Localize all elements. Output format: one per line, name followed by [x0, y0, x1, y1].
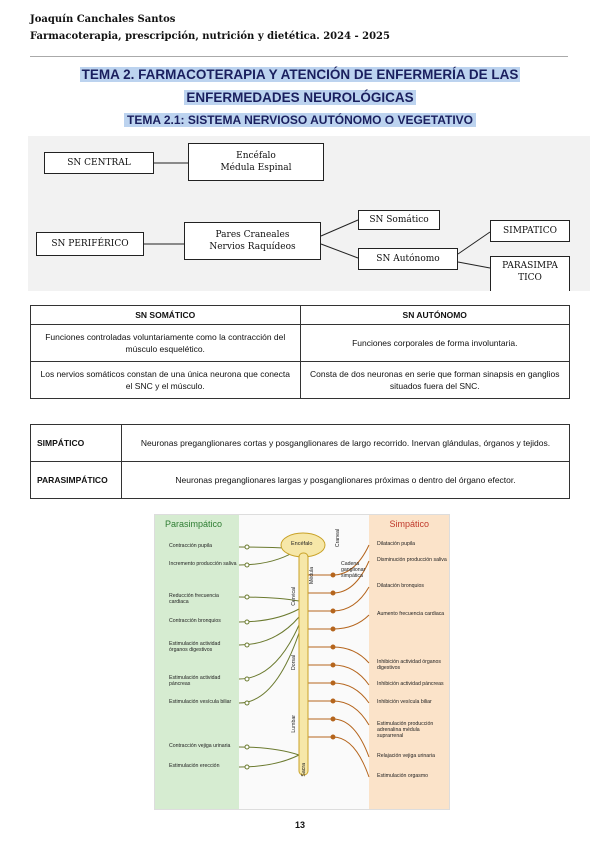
- sn-periferico-box: SN PERIFÉRICO: [36, 232, 144, 256]
- table-cell: Consta de dos neuronas en serie que form…: [299, 361, 570, 399]
- ganglion-marker: [244, 642, 250, 648]
- table-row: Los nervios somáticos constan de una úni…: [30, 361, 570, 399]
- sympathetic-effect: Disminución producción saliva: [377, 557, 447, 563]
- craneal-label: Craneal: [335, 529, 341, 548]
- row-label-simpatico: SIMPÁTICO: [30, 424, 122, 462]
- table-row: Funciones controladas voluntariamente co…: [30, 324, 570, 362]
- sympathetic-ganglion-marker: [330, 590, 336, 596]
- sympathetic-nerve: [308, 700, 370, 726]
- sympathetic-effect: Estimulación producción adrenalina médul…: [377, 721, 434, 739]
- sympathetic-ganglion-marker: [330, 680, 336, 686]
- medula-label: Médula: [309, 567, 315, 585]
- sympathetic-effect: Aumento frecuencia cardiaca: [377, 611, 445, 617]
- spinal-cord-shape: [298, 552, 309, 776]
- sympathetic-nerve: [308, 614, 370, 630]
- sacra-label: Sacra: [301, 763, 307, 777]
- header-author: Joaquín Canchales Santos: [30, 14, 176, 25]
- sympathetic-effect: Relajación vejiga urinaria: [377, 753, 435, 759]
- sympathetic-effect: Dilatación bronquios: [377, 583, 425, 589]
- simpatico-parasimpatico-table: SIMPÁTICO Neuronas preganglionares corta…: [30, 424, 570, 499]
- ganglion-marker: [244, 700, 250, 706]
- header-course: Farmacoterapia, prescripción, nutrición …: [30, 31, 390, 42]
- sympathetic-ganglion-marker: [330, 626, 336, 632]
- encefalo-label: Encéfalo: [291, 541, 313, 547]
- parasympathetic-effect: Estimulación actividad páncreas: [169, 675, 221, 687]
- parasympathetic-column: [155, 515, 239, 809]
- nerve-pathways: [238, 532, 370, 778]
- ganglion-marker: [244, 764, 250, 770]
- sympathetic-ganglion-marker: [330, 608, 336, 614]
- table-cell: Funciones corporales de forma involuntar…: [299, 324, 570, 362]
- sn-autonomo-box: SN Autónomo: [358, 248, 458, 270]
- lumbar-label: Lumbar: [291, 715, 297, 733]
- ganglion-marker: [244, 619, 250, 625]
- sympathetic-effect: Estimulación orgasmo: [377, 773, 429, 779]
- ganglion-marker: [244, 676, 250, 682]
- parasympathetic-title: Parasimpático: [165, 519, 223, 529]
- somatico-autonomo-table: SN SOMÁTICO SN AUTÓNOMO Funciones contro…: [30, 305, 570, 399]
- sympathetic-title: Simpático: [389, 519, 429, 529]
- sympathetic-ganglion-marker: [330, 734, 336, 740]
- cervical-label: Cervical: [291, 587, 297, 606]
- sympathetic-ganglion-marker: [330, 572, 336, 578]
- parasympathetic-effect: Contracción vejiga urinaria: [169, 743, 231, 749]
- table-header-somatico: SN SOMÁTICO: [30, 305, 301, 325]
- ganglion-marker: [244, 562, 250, 568]
- table-header-autonomo: SN AUTÓNOMO: [299, 305, 570, 325]
- title-line-2: ENFERMEDADES NEUROLÓGICAS: [184, 90, 416, 105]
- sympathetic-effect: Inhibición vesícula biliar: [377, 699, 432, 705]
- row-label-parasimpatico: PARASIMPÁTICO: [30, 461, 122, 499]
- sympathetic-column: [369, 515, 449, 809]
- table-row: PARASIMPÁTICO Neuronas preganglionares l…: [30, 461, 570, 499]
- sympathetic-effect: Dilatación pupila: [377, 541, 416, 547]
- sympathetic-ganglion-marker: [330, 716, 336, 722]
- parasympathetic-effect: Estimulación vesícula biliar: [169, 699, 232, 705]
- parasympathetic-effect: Incremento producción saliva: [169, 561, 237, 567]
- sn-central-box: SN CENTRAL: [44, 152, 154, 174]
- sympathetic-effect: Inhibición actividad órganos digestivos: [377, 659, 442, 671]
- page-number: 13: [294, 820, 305, 830]
- simpatico-box: SIMPATICO: [490, 220, 570, 242]
- sympathetic-ganglion-marker: [330, 644, 336, 650]
- sympathetic-ganglion-marker: [330, 698, 336, 704]
- table-cell: Funciones controladas voluntariamente co…: [30, 324, 301, 362]
- parasympathetic-effect: Contracción pupila: [169, 543, 212, 549]
- table-row: SIMPÁTICO Neuronas preganglionares corta…: [30, 424, 570, 462]
- sympathetic-nerve: [308, 682, 370, 704]
- parasympathetic-effect: Estimulación actividad órganos digestivo…: [169, 641, 221, 653]
- sn-somatico-box: SN Somático: [358, 210, 440, 230]
- title-line-1: TEMA 2. FARMACOTERAPIA Y ATENCIÓN DE ENF…: [79, 67, 521, 82]
- table-cell: Neuronas preganglionares cortas y posgan…: [121, 424, 570, 462]
- ganglion-marker: [244, 544, 250, 550]
- cadena-ganglionar-label: Cadena ganglionar simpática: [341, 561, 366, 579]
- ganglion-marker: [244, 744, 250, 750]
- parasympathetic-nerve: [238, 624, 300, 680]
- ganglion-marker: [244, 594, 250, 600]
- table-cell: Los nervios somáticos constan de una úni…: [30, 361, 301, 399]
- table-cell: Neuronas preganglionares largas y posgan…: [121, 461, 570, 499]
- parasympathetic-effect: Estimulación erección: [169, 763, 220, 769]
- parasympathetic-effect: Contracción bronquios: [169, 618, 221, 624]
- sympathetic-nerve: [308, 586, 370, 612]
- header-divider: [30, 56, 568, 57]
- sympathetic-ganglion-marker: [330, 662, 336, 668]
- sympathetic-effect: Inhibición actividad páncreas: [377, 681, 444, 687]
- sympathetic-nerve: [308, 736, 370, 778]
- dorsal-label: Dorsal: [291, 655, 297, 670]
- sympathetic-nerve: [308, 664, 370, 686]
- subtitle: TEMA 2.1: SISTEMA NERVIOSO AUTÓNOMO O VE…: [30, 113, 570, 127]
- sympathetic-nerve: [308, 646, 370, 664]
- autonomic-nervous-system-figure: Parasimpático Simpático Encéfalo Craneal…: [154, 514, 450, 810]
- diagram-connectors: [144, 162, 491, 269]
- parasympathetic-effect: Reducción frecuencia cardiaca: [169, 593, 219, 605]
